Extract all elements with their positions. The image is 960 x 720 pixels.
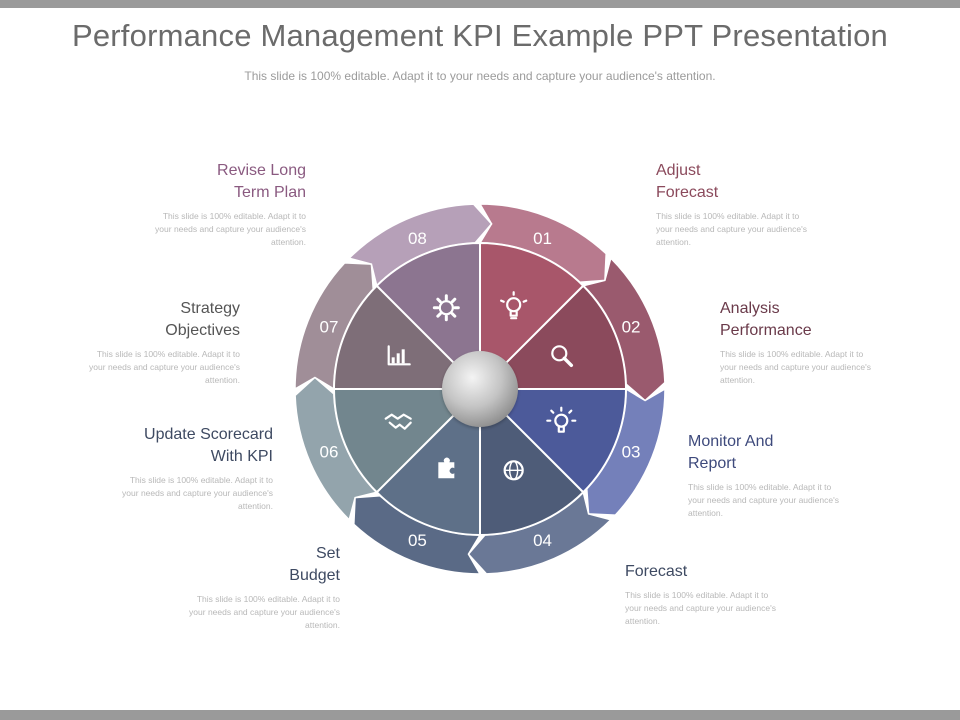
label-08-heading: Revise Long Term Plan <box>217 162 306 201</box>
top-bar <box>0 0 960 8</box>
wedge-08 <box>375 241 481 392</box>
globe-icon <box>503 460 524 481</box>
label-07-heading: Strategy Objectives <box>165 300 240 339</box>
label-08: Revise Long Term Plan This slide is 100%… <box>66 160 306 249</box>
puzzle-icon <box>438 457 455 479</box>
segment-number-04: 04 <box>533 531 552 550</box>
label-07: Strategy Objectives This slide is 100% e… <box>0 298 240 387</box>
label-02-heading: Analysis Performance <box>720 300 812 339</box>
slide-title: Performance Management KPI Example PPT P… <box>71 18 889 53</box>
slide-subtitle: This slide is 100% editable. Adapt it to… <box>244 69 716 83</box>
gear-icon <box>432 294 460 322</box>
bar-chart-icon <box>387 345 411 366</box>
label-07-desc: This slide is 100% editable. Adapt it to… <box>89 349 240 385</box>
wedge-05 <box>375 386 481 537</box>
segment-number-03: 03 <box>622 443 641 462</box>
label-01-heading: Adjust Forecast <box>656 162 719 201</box>
label-02: Analysis Performance This slide is 100% … <box>720 298 960 387</box>
segment-number-07: 07 <box>319 317 338 336</box>
wedge-06 <box>332 388 483 494</box>
bottom-bar <box>0 710 960 720</box>
idea-bulb-icon <box>546 406 577 433</box>
label-06: Update Scorecard With KPI This slide is … <box>33 424 273 513</box>
lightbulb-icon <box>500 291 528 320</box>
handshake-icon <box>384 413 412 430</box>
label-05-heading: Set Budget <box>289 545 340 584</box>
segment-number-05: 05 <box>408 531 427 550</box>
magnifier-icon <box>551 345 574 368</box>
label-05: Set Budget This slide is 100% editable. … <box>100 543 340 632</box>
label-04: Forecast This slide is 100% editable. Ad… <box>625 561 865 628</box>
label-02-desc: This slide is 100% editable. Adapt it to… <box>720 349 871 385</box>
wedge-07 <box>332 284 483 390</box>
label-04-heading: Forecast <box>625 563 688 580</box>
segment-number-08: 08 <box>408 229 427 248</box>
label-01-desc: This slide is 100% editable. Adapt it to… <box>656 211 807 247</box>
label-03-heading: Monitor And Report <box>688 433 774 472</box>
wedge-02 <box>477 284 628 390</box>
segment-number-02: 02 <box>622 317 641 336</box>
label-06-desc: This slide is 100% editable. Adapt it to… <box>122 475 273 511</box>
center-hub <box>442 351 518 427</box>
segment-number-01: 01 <box>533 229 552 248</box>
label-03: Monitor And Report This slide is 100% ed… <box>688 431 928 520</box>
wedge-03 <box>477 388 628 494</box>
label-06-heading: Update Scorecard With KPI <box>144 426 273 465</box>
label-04-desc: This slide is 100% editable. Adapt it to… <box>625 590 776 626</box>
wedge-04 <box>479 386 585 537</box>
label-01: Adjust Forecast This slide is 100% edita… <box>656 160 896 249</box>
wedge-01 <box>479 241 585 392</box>
label-05-desc: This slide is 100% editable. Adapt it to… <box>189 594 340 630</box>
label-08-desc: This slide is 100% editable. Adapt it to… <box>155 211 306 247</box>
label-03-desc: This slide is 100% editable. Adapt it to… <box>688 482 839 518</box>
segment-number-06: 06 <box>319 443 338 462</box>
